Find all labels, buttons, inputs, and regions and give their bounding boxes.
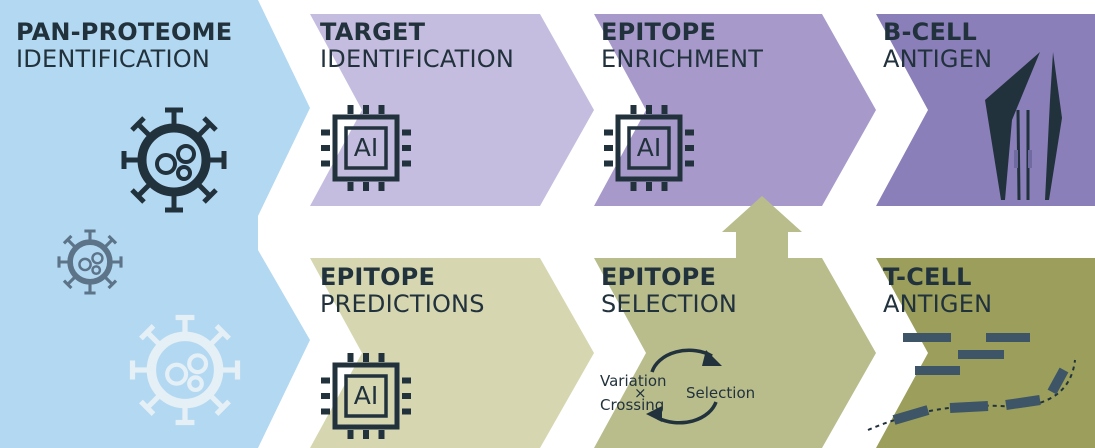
ai-chip-label-enrichment: AI — [636, 133, 662, 162]
ai-chip-label-target: AI — [353, 133, 379, 162]
t-cell-title: T-CELL ANTIGEN — [883, 264, 992, 318]
target-title-bold: TARGET — [320, 18, 426, 46]
target-identification-panel — [310, 14, 594, 206]
pan-proteome-title: PAN-PROTEOME IDENTIFICATION — [16, 19, 232, 73]
virus-icon-small — [59, 231, 121, 293]
antibody-icon — [985, 52, 1062, 201]
pan-proteome-panel — [0, 0, 310, 448]
epitope-predictions-title-rest: PREDICTIONS — [320, 290, 485, 318]
t-cell-title-rest: ANTIGEN — [883, 290, 993, 318]
cross-symbol: × — [634, 384, 647, 402]
target-title-rest: IDENTIFICATION — [320, 45, 514, 73]
crossing-label: Crossing — [600, 396, 665, 414]
pan-proteome-title-bold: PAN-PROTEOME — [16, 18, 233, 46]
epitope-enrichment-title: EPITOPE ENRICHMENT — [601, 19, 763, 73]
epitope-selection-title-bold: EPITOPE — [601, 263, 717, 291]
up-arrow-icon — [722, 196, 802, 258]
b-cell-antigen-panel — [876, 14, 1095, 206]
epitope-selection-panel — [594, 258, 876, 448]
virus-icon-light — [133, 318, 238, 423]
selection-label: Selection — [686, 384, 756, 402]
selection-cycle-icon — [646, 348, 722, 425]
virus-icon — [124, 110, 224, 210]
t-cell-title-bold: T-CELL — [883, 263, 972, 291]
b-cell-title: B-CELL ANTIGEN — [883, 19, 992, 73]
epitope-predictions-panel — [310, 258, 594, 448]
epitope-enrichment-title-bold: EPITOPE — [601, 18, 717, 46]
epitope-selection-title: EPITOPE SELECTION — [601, 264, 737, 318]
b-cell-title-rest: ANTIGEN — [883, 45, 993, 73]
epitope-selection-title-rest: SELECTION — [601, 290, 738, 318]
epitope-enrichment-title-rest: ENRICHMENT — [601, 45, 764, 73]
epitope-enrichment-panel — [594, 14, 876, 206]
variation-label: Variation — [600, 372, 667, 390]
pan-proteome-title-rest: IDENTIFICATION — [16, 45, 210, 73]
ai-chip-label-predictions: AI — [353, 381, 379, 410]
target-title: TARGET IDENTIFICATION — [320, 19, 514, 73]
epitope-predictions-title-bold: EPITOPE — [320, 263, 436, 291]
peptide-fragments-icon — [867, 333, 1076, 431]
b-cell-title-bold: B-CELL — [883, 18, 978, 46]
epitope-predictions-title: EPITOPE PREDICTIONS — [320, 264, 485, 318]
